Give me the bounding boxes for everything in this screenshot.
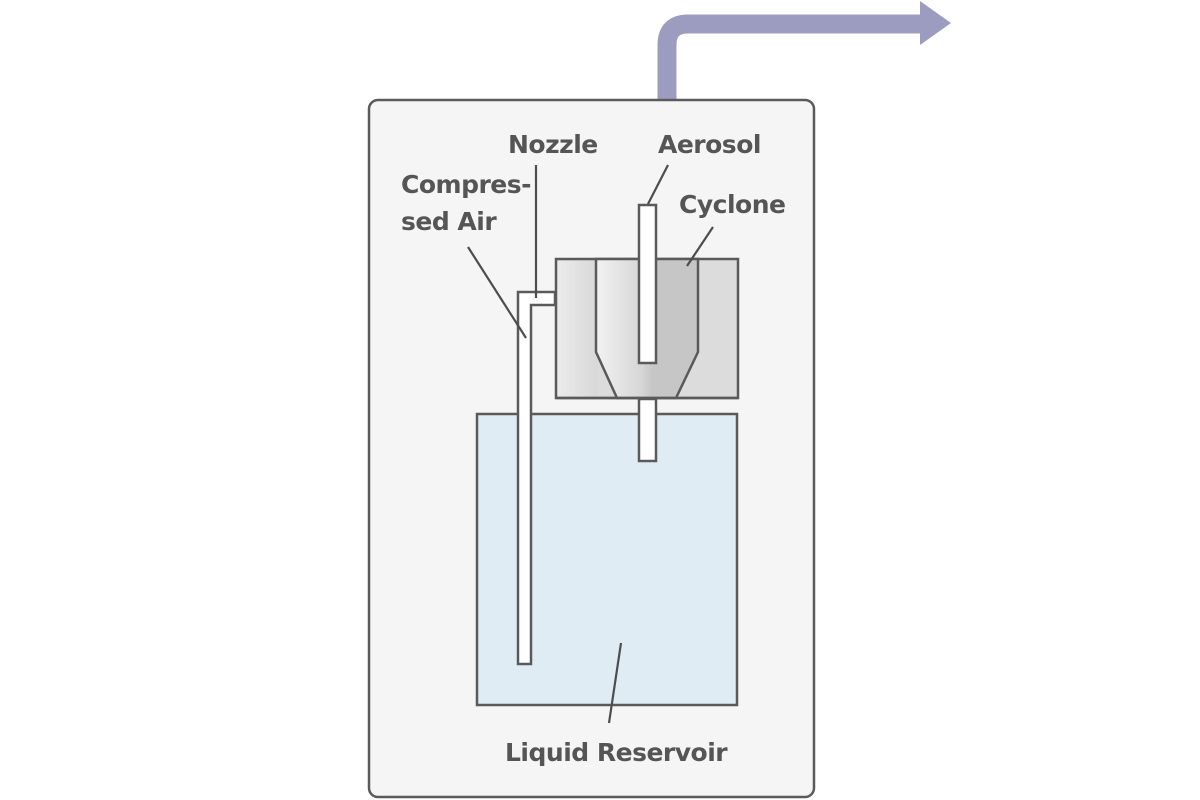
liquid-reservoir-label: Liquid Reservoir xyxy=(505,738,728,767)
cyclone-left-shade xyxy=(557,260,598,397)
outlet-arrow xyxy=(657,1,951,100)
outlet-pipe xyxy=(657,14,925,100)
reservoir-leader xyxy=(607,642,623,724)
nozzle-label: Nozzle xyxy=(508,130,598,159)
aerosol-tube xyxy=(637,203,658,365)
cyclone-leader xyxy=(686,226,714,267)
drain-tube xyxy=(637,397,658,463)
compressed-air-leader xyxy=(467,246,527,339)
cyclone-label: Cyclone xyxy=(679,190,785,219)
liquid-reservoir xyxy=(475,412,739,707)
aerosol-leader xyxy=(647,164,669,205)
compressed-air-label-line1: Compres- xyxy=(401,170,531,199)
compressed-air-label-line2: sed Air xyxy=(401,207,497,236)
arrow-head-icon xyxy=(920,1,951,45)
compressed-air-tube xyxy=(516,290,557,666)
aerosol-label: Aerosol xyxy=(658,130,761,159)
